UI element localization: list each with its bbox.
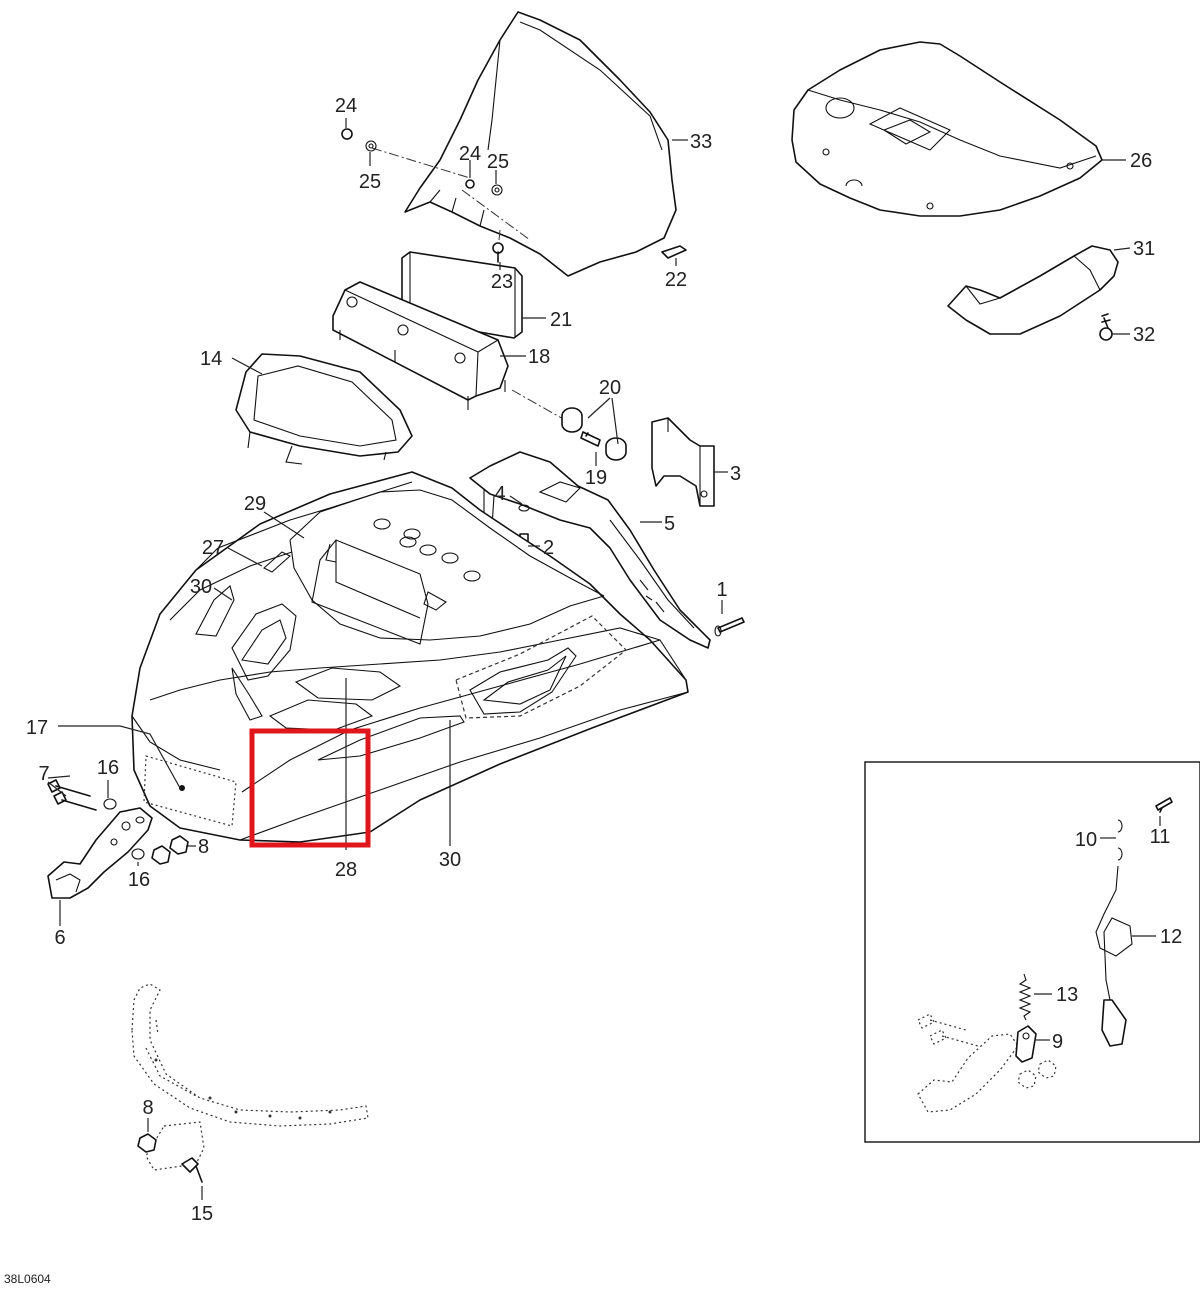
bracket-3	[651, 417, 715, 507]
callout-29: 29	[244, 493, 266, 515]
callout-24: 24	[459, 143, 481, 165]
callout-31: 31	[1133, 238, 1155, 260]
callout-8: 8	[198, 836, 209, 858]
callout-32: 32	[1133, 324, 1155, 346]
washer-4	[518, 504, 530, 512]
callout-21: 21	[550, 309, 572, 331]
callout-labels: 24 25 24 25 23 22 33 26 31 32 21 18 14 2…	[26, 95, 1182, 1225]
callout-27: 27	[202, 537, 224, 559]
callout-20: 20	[599, 377, 621, 399]
washer-16	[103, 798, 145, 860]
callout-12: 12	[1160, 926, 1182, 948]
callout-22: 22	[665, 269, 687, 291]
spring-13	[1018, 973, 1032, 1021]
callout-16: 16	[97, 757, 119, 779]
rivet-1	[714, 617, 745, 637]
screw-24-upper	[341, 128, 504, 263]
clip-22	[661, 245, 687, 259]
callout-3: 3	[730, 463, 741, 485]
callout-19: 19	[585, 467, 607, 489]
callout-4: 4	[494, 483, 505, 505]
callout-5: 5	[664, 513, 675, 535]
inset-handle-assembly	[917, 1013, 1057, 1113]
callout-6: 6	[54, 927, 65, 949]
bolt-15	[181, 1157, 203, 1183]
grommet-20	[561, 407, 627, 461]
callout-23: 23	[491, 271, 513, 293]
rivet-11	[1155, 797, 1173, 813]
leader-lines	[47, 118, 1161, 1200]
callout-9: 9	[1052, 1031, 1063, 1053]
hood-main	[131, 471, 689, 843]
nut-8	[151, 835, 189, 865]
nut-8-lower	[137, 1133, 157, 1153]
callout-28: 28	[335, 859, 357, 881]
callout-2: 2	[543, 537, 554, 559]
callout-13: 13	[1056, 984, 1078, 1006]
callout-10: 10	[1075, 829, 1097, 851]
callout-11: 11	[1150, 826, 1171, 848]
callout-18: 18	[528, 346, 550, 368]
highlight-box-part-28	[249, 728, 371, 848]
bolt-7	[47, 779, 97, 811]
bumper-frame	[131, 983, 369, 1171]
callout-25: 25	[359, 171, 381, 193]
console-18	[332, 281, 509, 410]
detail-inset-frame	[864, 761, 1200, 1143]
callout-30: 30	[439, 849, 461, 871]
callout-16: 16	[128, 869, 150, 891]
callout-14: 14	[200, 348, 222, 370]
visor-14	[235, 353, 413, 465]
callout-24: 24	[335, 95, 357, 117]
callout-17: 17	[26, 717, 48, 739]
handle-6	[47, 807, 153, 899]
windshield-part	[404, 11, 677, 277]
screw-32	[1099, 313, 1113, 341]
drawing-code: 38L0604	[4, 1272, 51, 1286]
callout-25: 25	[487, 151, 509, 173]
callout-15: 15	[191, 1203, 213, 1225]
windshield-fastener-axis	[371, 147, 531, 251]
clip-10	[1117, 819, 1123, 861]
deflector-31	[947, 245, 1119, 335]
callout-30: 30	[190, 576, 212, 598]
callout-8: 8	[142, 1097, 153, 1119]
callout-7: 7	[38, 763, 49, 785]
belly-pan-26	[791, 41, 1103, 217]
callout-33: 33	[690, 131, 712, 153]
callout-1: 1	[716, 579, 727, 601]
callout-26: 26	[1130, 150, 1152, 172]
tether-cord-12	[1095, 865, 1133, 1047]
console-axis	[511, 389, 566, 421]
